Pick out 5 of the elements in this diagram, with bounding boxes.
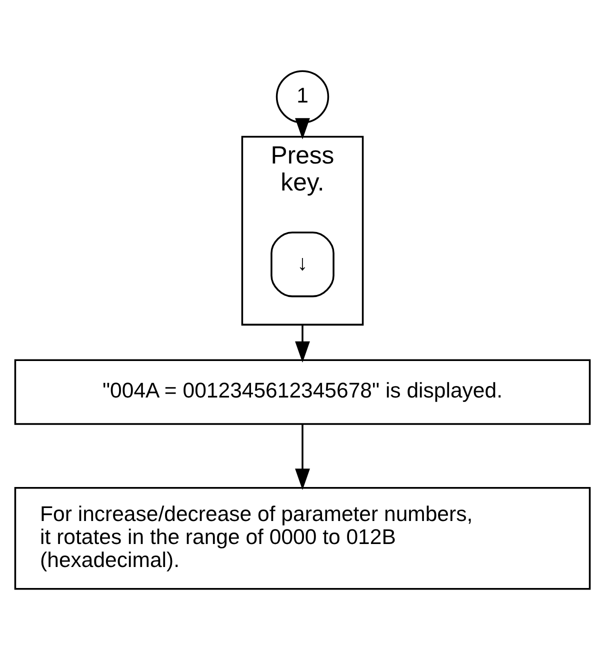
arrow (295, 118, 310, 139)
arrow (295, 324, 310, 362)
node-box: For increase/decrease of parameter numbers, it rotates in the range of 0000 to 012B (hexadecimal). (14, 486, 591, 590)
arrow (295, 424, 310, 490)
node-box: "004A = 0012345612345678" is displayed. (14, 358, 591, 424)
